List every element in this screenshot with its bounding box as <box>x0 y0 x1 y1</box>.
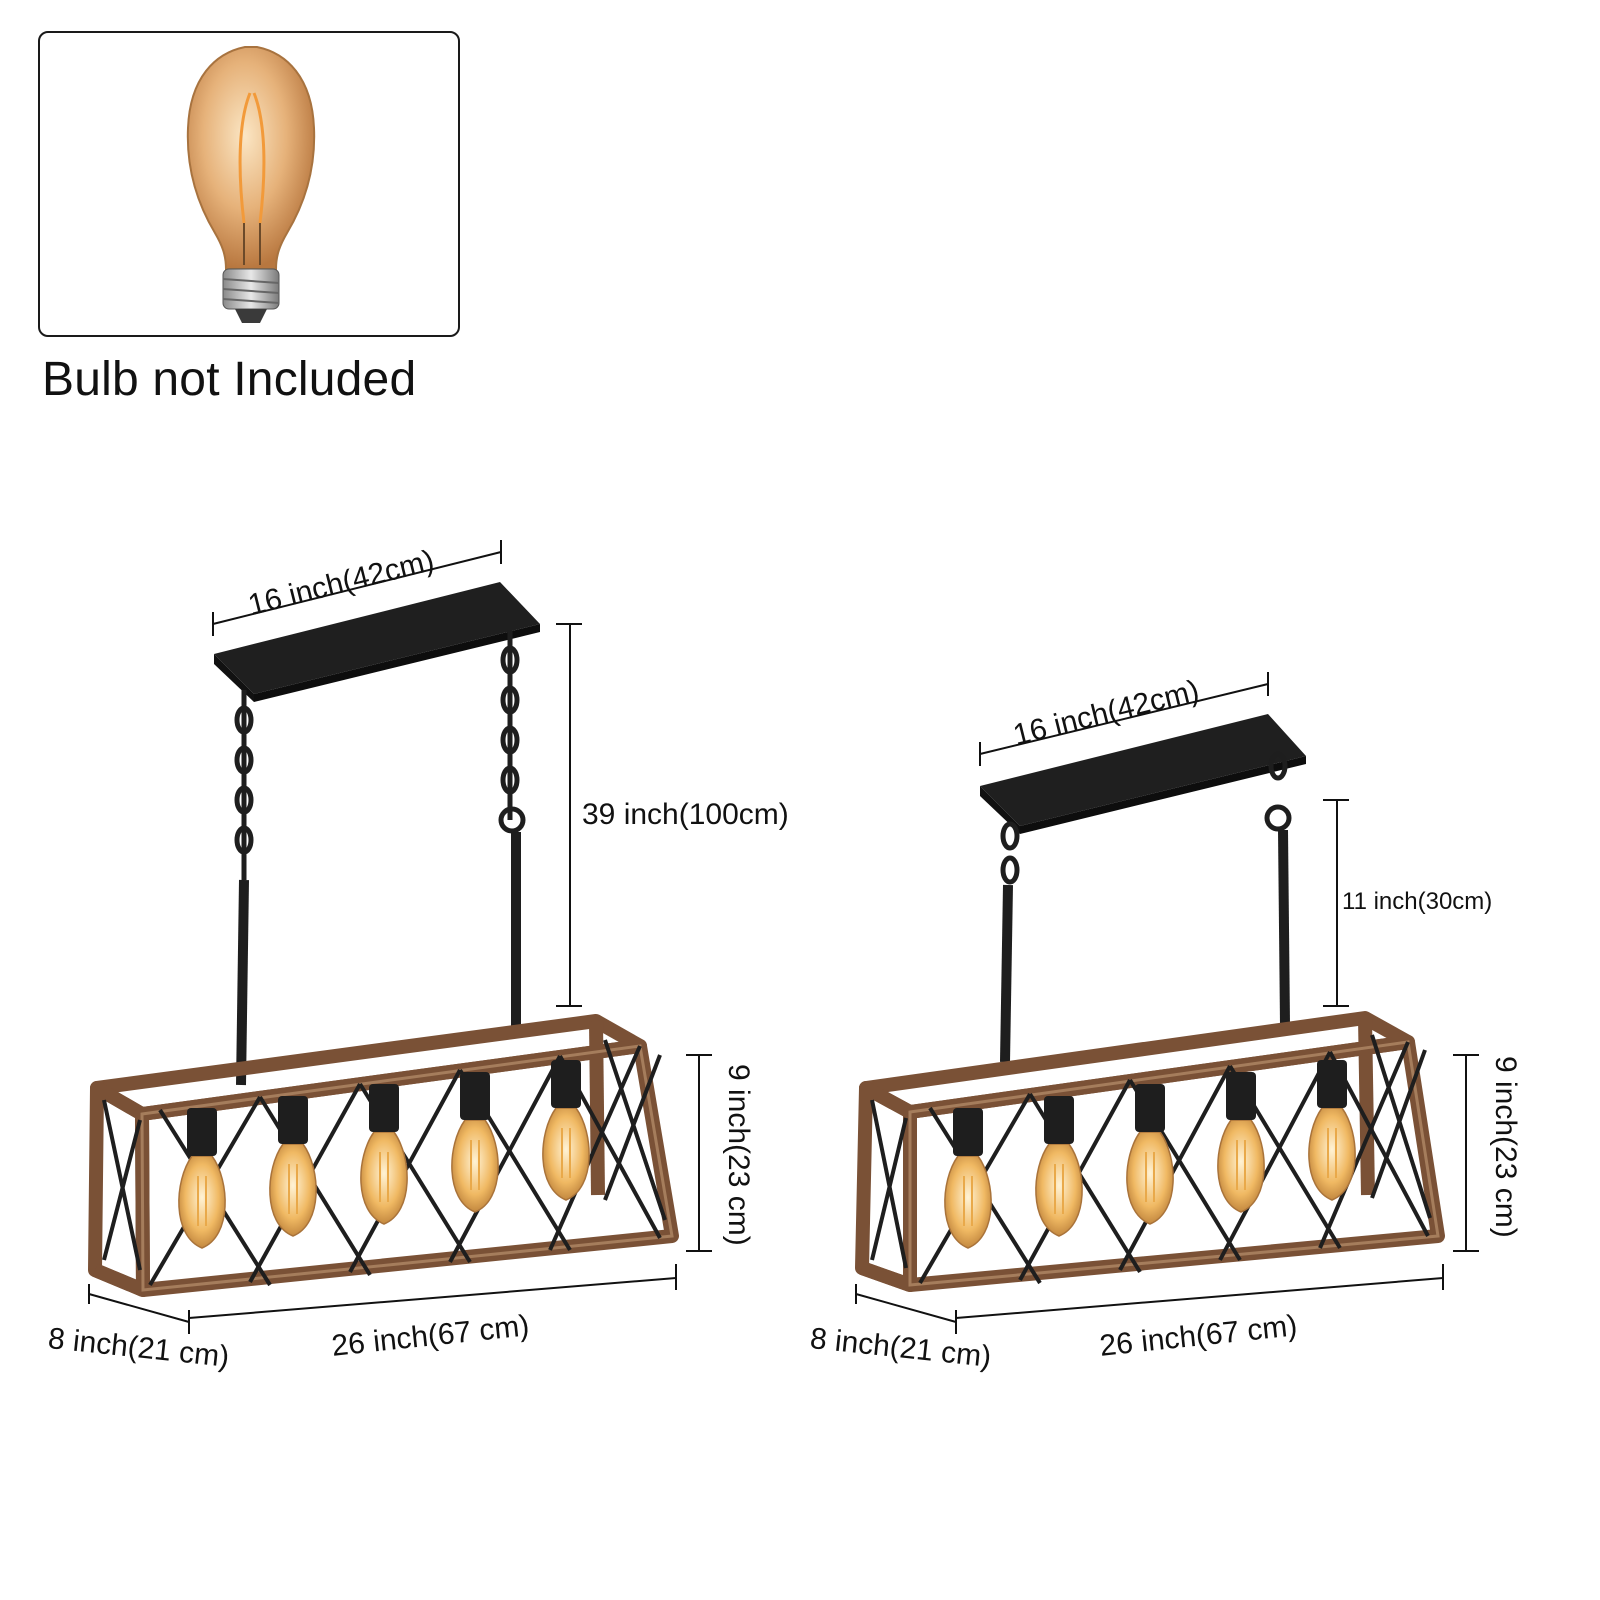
right-fixture-height-label: 9 inch(23 cm) <box>1489 1056 1522 1238</box>
canopy-plate <box>214 582 540 694</box>
bulb-glass <box>269 1143 317 1237</box>
bulb-glass <box>944 1155 992 1249</box>
socket <box>1135 1084 1165 1132</box>
edison-bulb-icon <box>542 1060 590 1201</box>
filament <box>379 1152 389 1202</box>
socket <box>460 1072 490 1120</box>
filament <box>1236 1140 1246 1190</box>
filament <box>1054 1164 1064 1214</box>
bulb-glass <box>1126 1131 1174 1225</box>
edison-bulb-icon <box>269 1096 317 1237</box>
down-rod <box>1278 829 1290 1026</box>
down-rod <box>236 879 249 1086</box>
edison-bulb-icon <box>451 1072 499 1213</box>
bulb-not-included-caption: Bulb not Included <box>42 353 417 406</box>
edison-bulb-icon <box>944 1108 992 1249</box>
canopy-plate <box>980 714 1306 826</box>
filament <box>470 1140 480 1190</box>
socket <box>1317 1060 1347 1108</box>
edison-bulb-icon <box>1308 1060 1356 1201</box>
down-rod <box>1000 884 1013 1063</box>
socket <box>369 1084 399 1132</box>
bulb-glass <box>542 1107 590 1201</box>
bulb-glass <box>360 1131 408 1225</box>
left-fixture-height-label: 9 inch(23 cm) <box>722 1064 755 1246</box>
socket <box>1226 1072 1256 1120</box>
bulb-glass <box>178 1155 226 1249</box>
edison-bulb-icon <box>360 1084 408 1225</box>
left-hanging-length-label: 39 inch(100cm) <box>582 798 789 831</box>
socket <box>187 1108 217 1156</box>
edison-bulb-icon <box>1126 1084 1174 1225</box>
filament <box>561 1128 571 1178</box>
bulb-image-frame <box>38 31 460 337</box>
filament <box>1145 1152 1155 1202</box>
socket <box>278 1096 308 1144</box>
socket <box>551 1060 581 1108</box>
edison-bulb-icon <box>1035 1096 1083 1237</box>
edison-bulb-icon <box>186 46 316 323</box>
bulb-glass <box>1035 1143 1083 1237</box>
bulb-glass <box>1308 1107 1356 1201</box>
filament <box>288 1164 298 1214</box>
dimension-lines <box>88 540 1479 1334</box>
fixture-long-chain <box>88 582 679 1297</box>
filament <box>197 1176 207 1226</box>
edison-bulb-icon <box>178 1108 226 1249</box>
right-hanging-length-label: 11 inch(30cm) <box>1342 888 1493 915</box>
hanging-chain <box>234 630 526 880</box>
bulb-glass <box>451 1119 499 1213</box>
bulb-glass <box>1217 1119 1265 1213</box>
socket <box>953 1108 983 1156</box>
filament <box>1327 1128 1337 1178</box>
hanging-chain <box>1000 751 1292 885</box>
filament <box>963 1176 973 1226</box>
edison-bulb-icon <box>1217 1072 1265 1213</box>
socket <box>1044 1096 1074 1144</box>
